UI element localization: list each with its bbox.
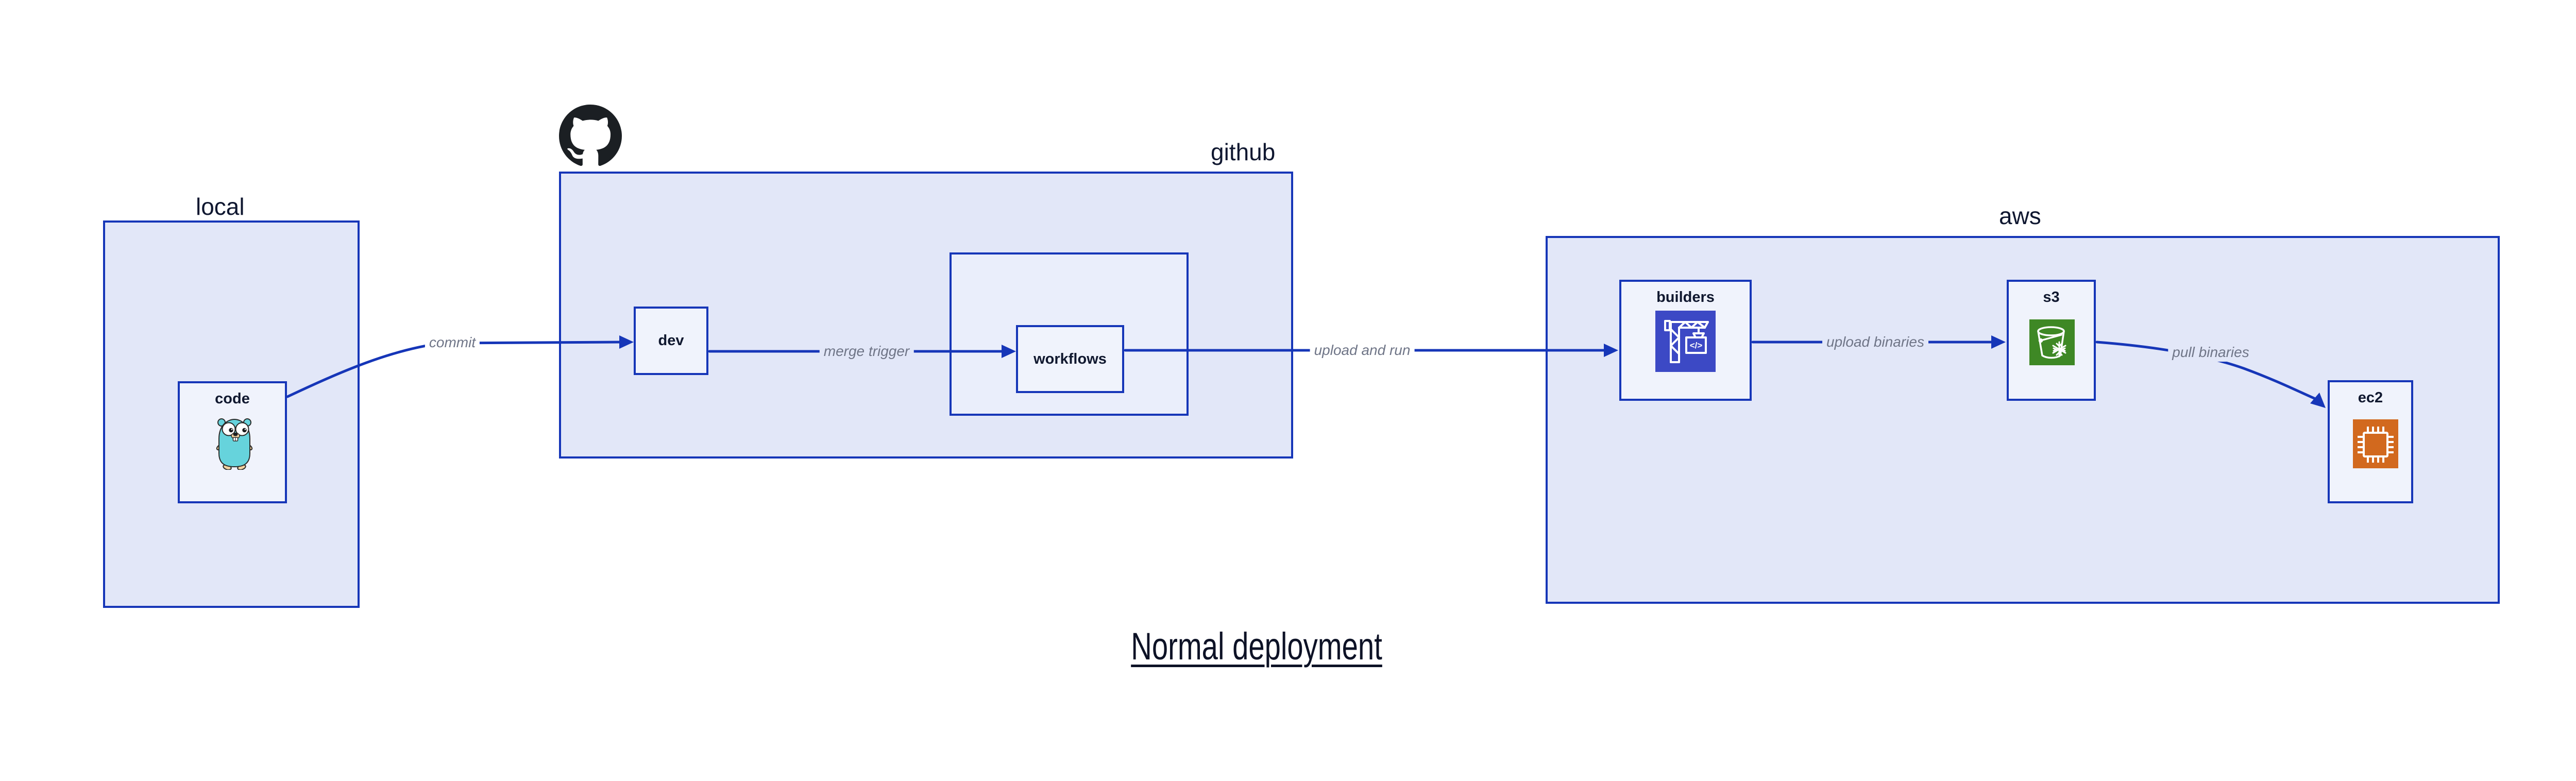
- edge-upload-binaries-arrowhead: [1991, 335, 2006, 349]
- edge-merge-trigger-arrowhead: [1002, 345, 1016, 358]
- edge-upload-and-run-arrowhead: [1604, 344, 1618, 357]
- node-s3-label: s3: [2043, 289, 2060, 305]
- node-code-label: code: [215, 390, 250, 407]
- node-dev: dev: [634, 307, 708, 375]
- ec2-chip-icon: [2353, 419, 2398, 468]
- group-label-github: github: [1211, 139, 1276, 165]
- edge-upload-and-run-label: upload and run: [1310, 341, 1415, 360]
- node-s3: s3: [2007, 280, 2096, 401]
- edge-commit-label: commit: [425, 333, 480, 352]
- node-builders: builders </>: [1619, 280, 1752, 401]
- edge-pull-binaries-label: pull binaries: [2168, 343, 2253, 362]
- node-code: code: [178, 381, 287, 503]
- node-ec2-label: ec2: [2358, 389, 2383, 406]
- edge-merge-trigger-label: merge trigger: [819, 342, 914, 361]
- node-builders-label: builders: [1656, 289, 1715, 305]
- codebuild-crane-icon: </>: [1655, 311, 1716, 372]
- group-label-local: local: [196, 193, 245, 220]
- edge-upload-binaries-label: upload binaries: [1822, 333, 1928, 351]
- s3-glacier-bucket-icon: [2029, 319, 2075, 365]
- node-ec2: ec2: [2328, 380, 2413, 503]
- edge-pull-binaries-line: [2095, 341, 2317, 400]
- node-workflows: workflows: [1016, 325, 1124, 393]
- edge-commit-arrowhead: [619, 335, 634, 349]
- diagram-title: Normal deployment: [1131, 625, 1382, 668]
- node-dev-label: dev: [658, 332, 684, 349]
- edge-pull-binaries-arrowhead: [2310, 393, 2326, 408]
- svg-text:</>: </>: [1690, 341, 1703, 350]
- go-gopher-icon: [215, 415, 254, 470]
- group-label-aws: aws: [1999, 202, 2041, 229]
- node-workflows-label: workflows: [1033, 350, 1107, 367]
- github-octocat-icon: [559, 105, 622, 167]
